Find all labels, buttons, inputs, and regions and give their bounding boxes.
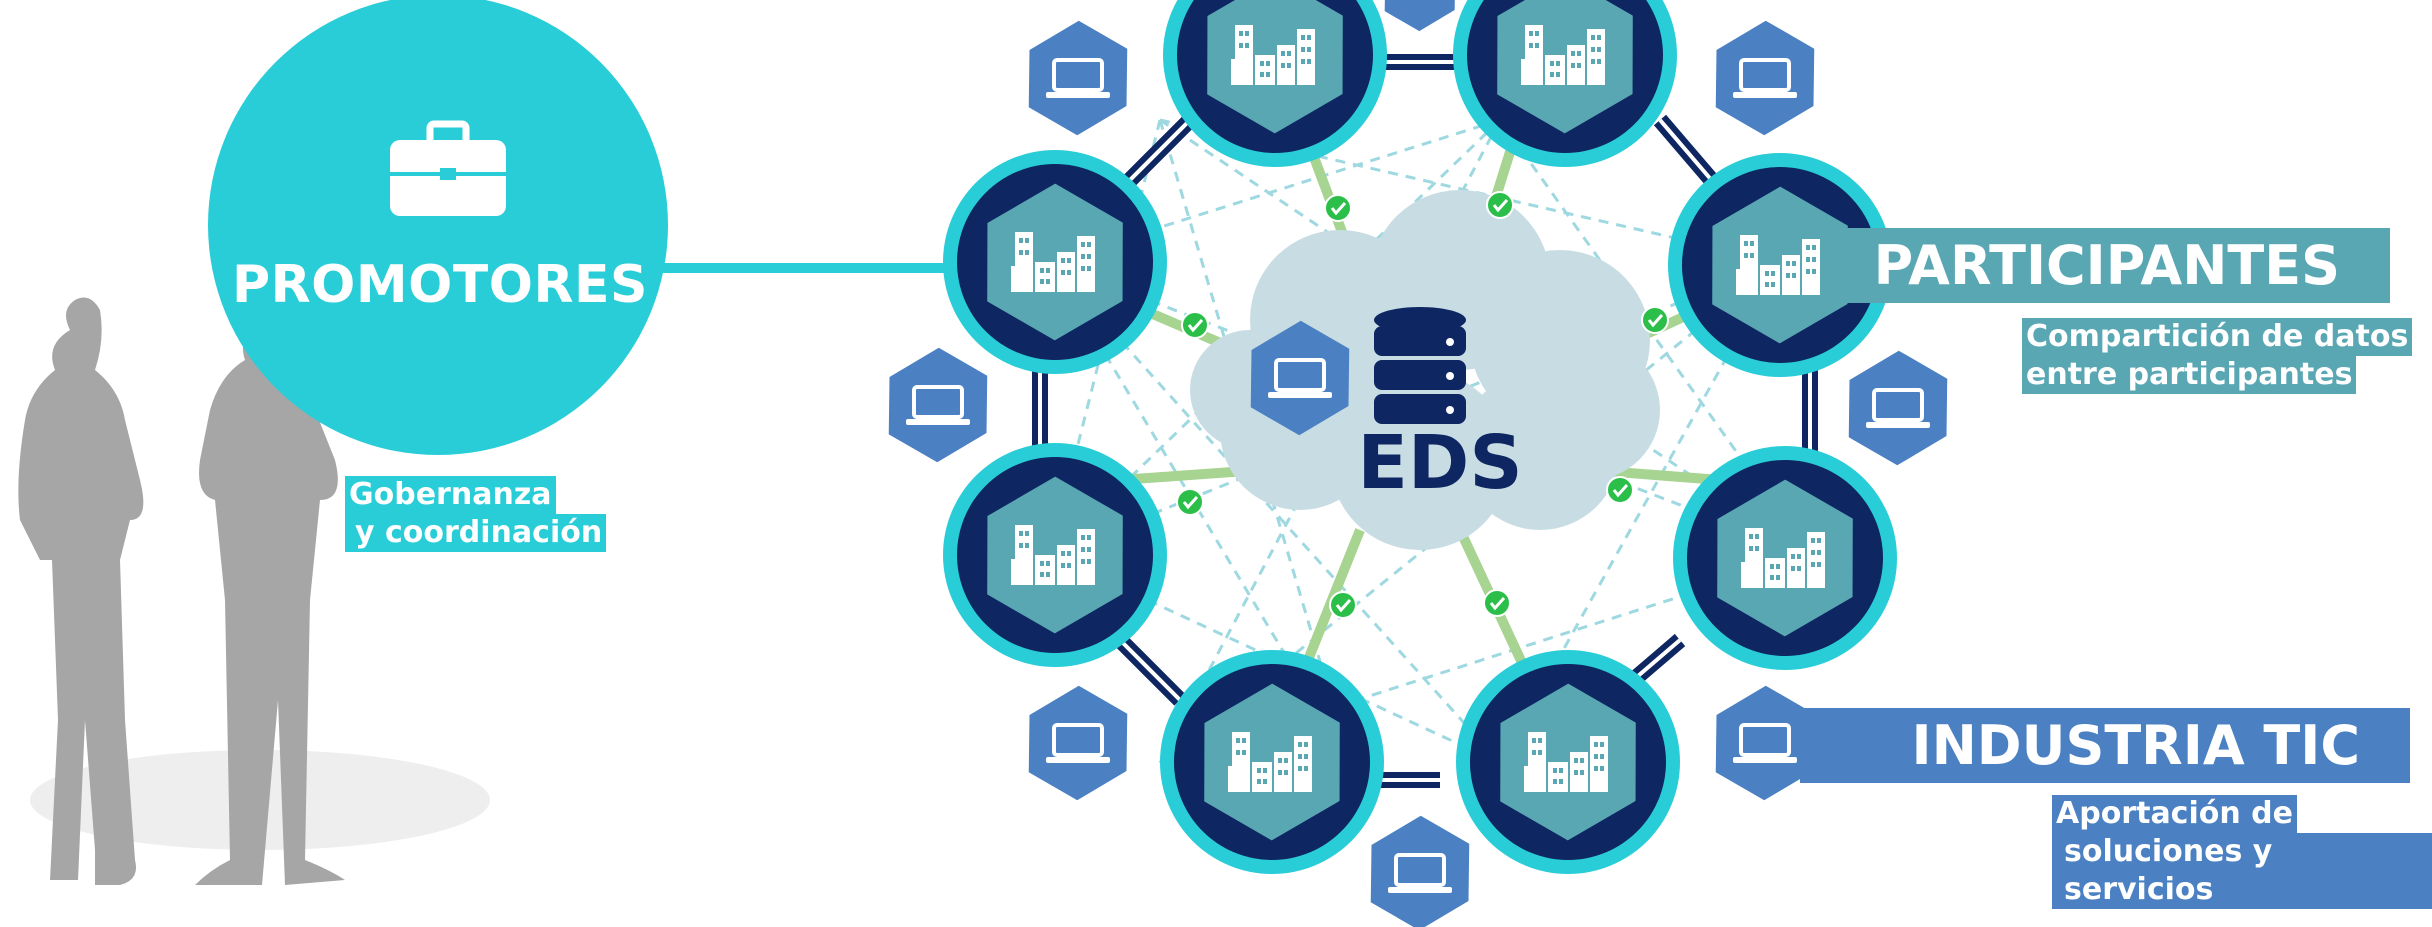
device-nodes [888, 0, 1948, 927]
promotores-title: PROMOTORES [232, 255, 648, 315]
people-silhouette [18, 291, 490, 885]
database-icon [1374, 307, 1466, 424]
participantes-banner: PARTICIPANTES [1830, 228, 2390, 303]
industria-banner: INDUSTRIA TIC [1800, 708, 2410, 783]
briefcase-icon [390, 120, 506, 216]
promotores-caption: Gobernanza y coordinación [345, 476, 607, 552]
participantes-caption-line1: Compartición de datos [2022, 318, 2413, 356]
participantes-caption: Compartición de datos entre participante… [2022, 318, 2413, 394]
industria-caption: Aportación de soluciones y servicios [2052, 795, 2432, 909]
participant-nodes [943, 0, 1897, 874]
promotores-circle [208, 0, 668, 455]
promotores-caption-line2: y coordinación [345, 514, 607, 552]
industria-caption-line2: soluciones y servicios [2052, 833, 2432, 909]
eds-label: EDS [1357, 420, 1523, 506]
promotores-caption-line1: Gobernanza [345, 476, 556, 514]
industria-caption-line1: Aportación de [2052, 795, 2297, 833]
participantes-caption-line2: entre participantes [2022, 356, 2357, 394]
